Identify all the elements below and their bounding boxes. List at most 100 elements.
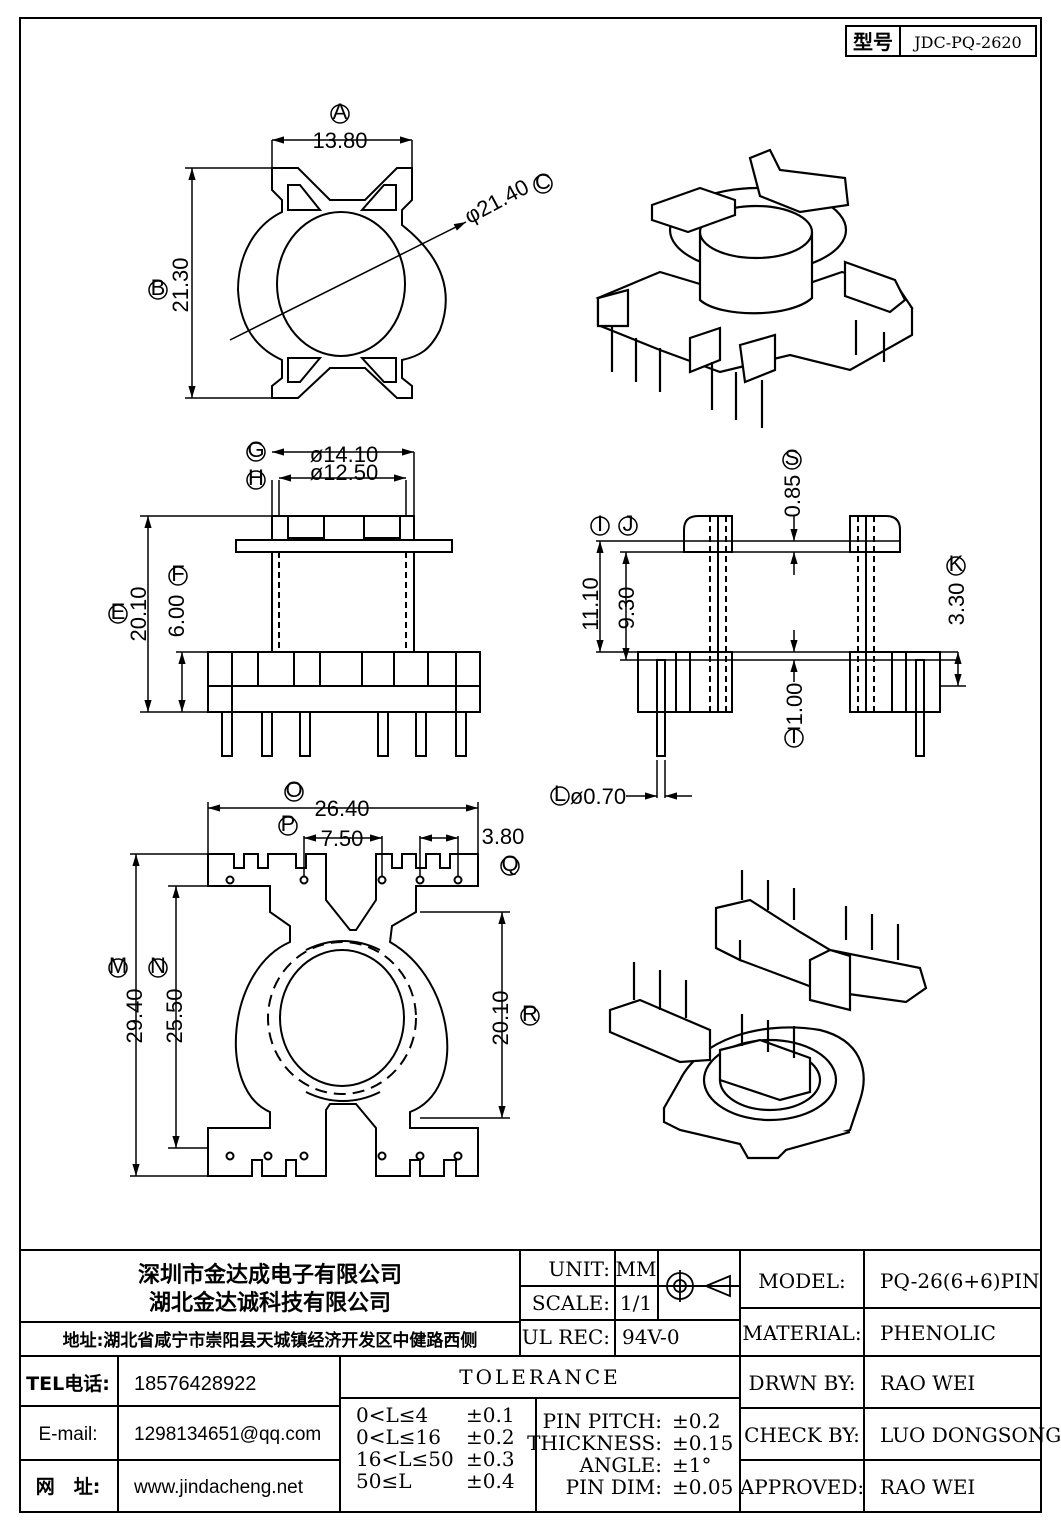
dim-q-value: 3.80	[482, 824, 525, 849]
company-address: 地址:湖北省咸宁市崇阳县天城镇经济开发区中健路西侧	[63, 1330, 478, 1351]
email-value: 1298134651@qq.com	[134, 1424, 321, 1445]
dim-g-value: ø14.10	[310, 442, 379, 467]
dim-f-value: 6.00	[164, 595, 189, 638]
svg-text:Q: Q	[501, 851, 518, 876]
dim-r-label: 20.10 R	[488, 990, 540, 1046]
svg-text:S: S	[785, 445, 800, 470]
pin-tolerance-value: ±0.05	[672, 1475, 733, 1499]
svg-text:N: N	[150, 953, 166, 978]
dim-k-label: K 3.30	[944, 551, 969, 625]
pin-tolerance-label: ANGLE:	[578, 1453, 662, 1477]
dim-e-label: E 20.10	[108, 586, 151, 642]
svg-text:L: L	[554, 781, 566, 806]
dim-c-label: φ21.40 C	[460, 169, 553, 229]
dim-i-label: I 11.10	[578, 511, 610, 631]
dim-h-value: ø12.50	[310, 460, 379, 485]
top-view-bore	[276, 211, 406, 357]
bottom-view	[130, 802, 510, 1177]
dim-c-leader	[229, 221, 467, 341]
svg-text:C: C	[535, 169, 551, 194]
tolerance-value: ±0.4	[466, 1469, 515, 1493]
part-number: JDC-PQ-2620	[912, 33, 1021, 52]
approved-value: RAO WEI	[880, 1475, 975, 1499]
approved-label: APPROVED:	[739, 1475, 864, 1499]
svg-text:E: E	[111, 599, 126, 624]
pin-tolerance-label: PIN PITCH:	[543, 1409, 662, 1433]
part-number-box: 型号 JDC-PQ-2620	[845, 25, 1037, 57]
dim-n-value: 25.50	[162, 988, 187, 1043]
pin-tolerance-value: ±0.15	[672, 1431, 733, 1455]
tolerance-value: ±0.1	[466, 1403, 515, 1427]
dim-n-label: N 25.50	[148, 953, 187, 1044]
title-block	[20, 1249, 1041, 1512]
dim-b-label: B 21.30	[148, 257, 193, 313]
dim-j-label: J 9.30	[614, 511, 639, 629]
dim-m-value: 29.40	[122, 988, 147, 1043]
top-view-slot-tr	[359, 184, 397, 211]
dim-l-label: L ø0.70	[550, 781, 626, 809]
tolerance-value: ±0.2	[466, 1425, 515, 1449]
ul-rec-label: UL REC:	[522, 1325, 610, 1349]
dim-e-value: 20.10	[126, 586, 151, 641]
company-name-2: 湖北金达诚科技有限公司	[149, 1290, 391, 1316]
pin-tolerance-label: THICKNESS:	[527, 1431, 662, 1455]
svg-text:I: I	[597, 511, 603, 536]
svg-text:M: M	[109, 953, 127, 978]
tolerance-range: 50≤L	[356, 1469, 412, 1493]
dim-i-value: 11.10	[578, 577, 603, 630]
pin-tolerance-table: PIN PITCH: ±0.2 THICKNESS: ±0.15 ANGLE: …	[527, 1409, 733, 1499]
dim-q-label: 3.80 Q	[482, 824, 525, 876]
svg-text:A: A	[333, 99, 348, 124]
svg-text:H: H	[248, 465, 264, 490]
dim-h-label: H ø12.50	[246, 460, 379, 490]
tolerance-title: TOLERANCE	[459, 1365, 621, 1389]
drawn-by-value: RAO WEI	[880, 1371, 975, 1395]
dim-p-label: P 7.50	[278, 811, 363, 851]
projection-symbol-icon	[664, 1270, 731, 1302]
dim-g-label: G ø14.10	[246, 437, 379, 467]
svg-text:J: J	[623, 511, 634, 536]
dim-a-label: A 13.80	[312, 99, 367, 153]
website-value: www.jindacheng.net	[133, 1477, 304, 1498]
svg-text:O: O	[285, 777, 302, 802]
side-view	[596, 515, 966, 800]
scale-value: 1/1	[620, 1291, 652, 1315]
isometric-view-top	[595, 148, 914, 428]
top-view-slot-tl	[287, 184, 323, 211]
top-view-slot-bl	[287, 357, 323, 383]
pin-tolerance-value: ±0.2	[672, 1409, 721, 1433]
drawn-by-label: DRWN BY:	[749, 1371, 856, 1395]
dim-j-value: 9.30	[614, 587, 639, 630]
svg-text:F: F	[171, 561, 184, 586]
dim-s-value: 0.85	[780, 475, 805, 518]
model-value: PQ-26(6+6)PIN	[880, 1269, 1039, 1293]
part-number-label: 型号	[853, 30, 893, 54]
svg-text:K: K	[949, 551, 964, 576]
dim-t-label: 1.00 T	[782, 683, 807, 748]
model-label: MODEL:	[758, 1269, 846, 1293]
top-view-slot-br	[359, 357, 397, 383]
dim-o-value: 26.40	[314, 796, 369, 821]
material-value: PHENOLIC	[880, 1321, 996, 1345]
unit-value: MM	[616, 1257, 657, 1281]
dim-c-value: φ21.40	[460, 174, 533, 229]
svg-text:B: B	[151, 275, 166, 300]
email-label: E-mail:	[38, 1424, 97, 1445]
top-view-outline	[236, 167, 447, 399]
svg-text:R: R	[522, 1001, 538, 1026]
dim-o-label: O 26.40	[284, 777, 370, 821]
scale-label: SCALE:	[532, 1291, 610, 1315]
dim-a-value: 13.80	[312, 128, 367, 153]
material-label: MATERIAL:	[742, 1321, 861, 1345]
dim-s-label: S 0.85	[780, 445, 805, 517]
dim-b-value: 21.30	[168, 257, 193, 312]
unit-label: UNIT:	[548, 1257, 610, 1281]
svg-text:G: G	[247, 437, 264, 462]
tel-value: 18576428922	[134, 1373, 256, 1395]
sheet-border	[19, 17, 1042, 1513]
tolerance-value: ±0.3	[466, 1447, 515, 1471]
website-label: 网 址:	[36, 1476, 101, 1498]
tolerance-table: 0<L≤4 ±0.1 0<L≤16 ±0.2 16<L≤50 ±0.3 50≤L…	[356, 1403, 515, 1493]
tolerance-range: 0<L≤4	[356, 1403, 428, 1427]
